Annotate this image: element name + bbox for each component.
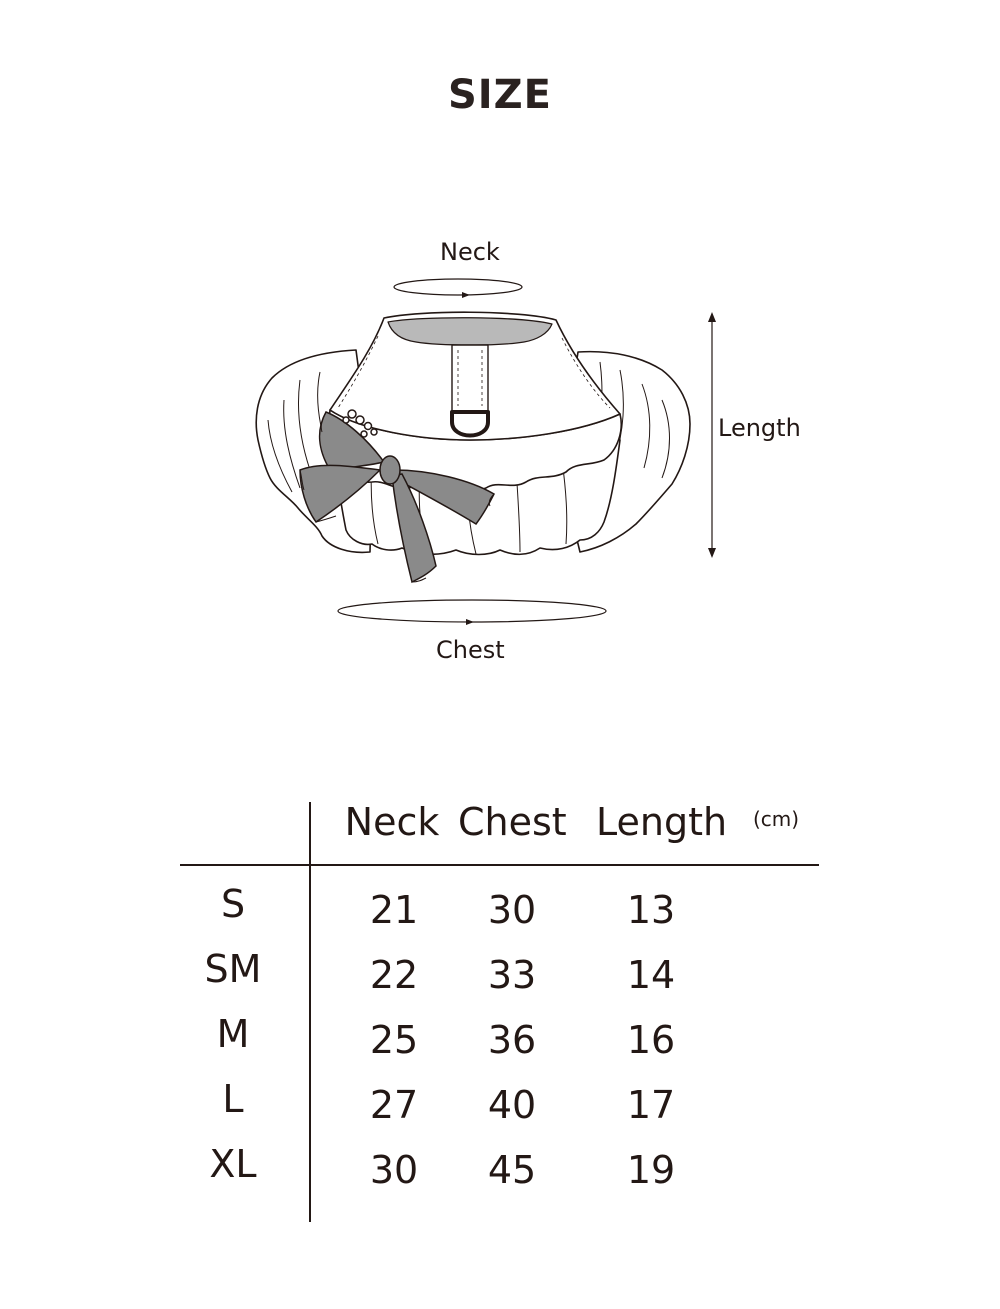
neck-cell: 21 <box>369 888 419 932</box>
chest-cell: 36 <box>487 1018 537 1062</box>
table-row: L 27 40 17 <box>0 1077 1000 1143</box>
column-divider <box>309 802 311 1222</box>
length-cell: 14 <box>626 953 676 997</box>
header-divider <box>180 864 819 866</box>
length-cell: 16 <box>626 1018 676 1062</box>
neck-measure-icon <box>393 278 523 298</box>
chest-label: Chest <box>436 636 505 664</box>
table-row: XL 30 45 19 <box>0 1142 1000 1208</box>
neck-cell: 27 <box>369 1083 419 1127</box>
chest-cell: 40 <box>487 1083 537 1127</box>
length-label: Length <box>718 414 801 442</box>
neck-cell: 30 <box>369 1148 419 1192</box>
neck-label: Neck <box>440 238 500 266</box>
unit-label: (cm) <box>753 807 800 831</box>
size-cell: SM <box>204 947 262 991</box>
length-cell: 17 <box>626 1083 676 1127</box>
column-header-neck: Neck <box>344 800 440 844</box>
harness-dress-illustration <box>255 278 716 625</box>
length-cell: 13 <box>626 888 676 932</box>
size-cell: L <box>222 1077 244 1121</box>
table-row: M 25 36 16 <box>0 1012 1000 1078</box>
page-title: SIZE <box>447 72 553 118</box>
column-header-length: Length <box>596 800 728 844</box>
chest-measure-icon <box>337 599 607 625</box>
neck-cell: 25 <box>369 1018 419 1062</box>
neck-cell: 22 <box>369 953 419 997</box>
chest-cell: 30 <box>487 888 537 932</box>
size-cell: S <box>220 882 246 926</box>
length-measure-arrow-icon <box>708 312 716 558</box>
size-cell: XL <box>209 1142 257 1186</box>
column-header-chest: Chest <box>458 800 567 844</box>
table-row: SM 22 33 14 <box>0 947 1000 1013</box>
chest-cell: 33 <box>487 953 537 997</box>
table-row: S 21 30 13 <box>0 882 1000 948</box>
size-cell: M <box>216 1012 250 1056</box>
bow-decoration-icon <box>299 409 495 584</box>
length-cell: 19 <box>626 1148 676 1192</box>
chest-cell: 45 <box>487 1148 537 1192</box>
